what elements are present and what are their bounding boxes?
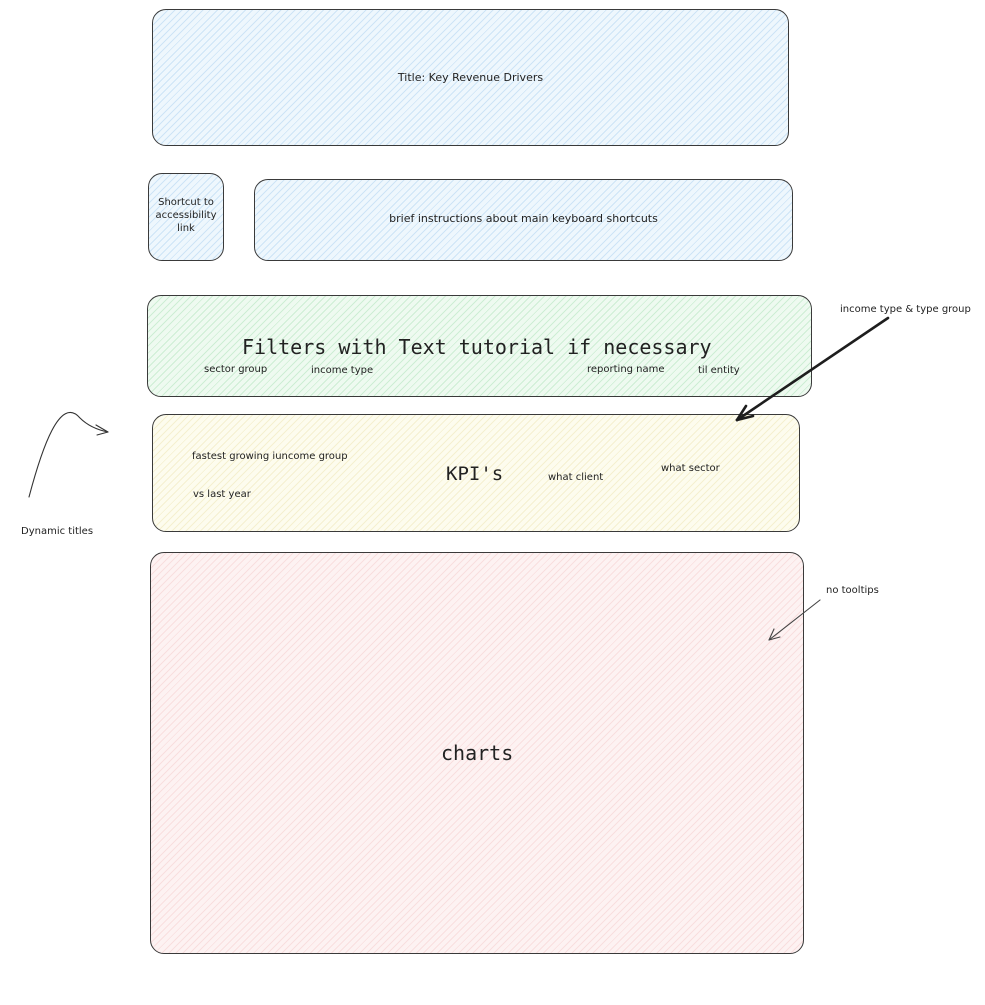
title-box: Title: Key Revenue Drivers [152, 9, 789, 146]
filter-sector-group[interactable]: sector group [204, 364, 268, 375]
filters-heading: Filters with Text tutorial if necessary [242, 335, 712, 359]
kpi-what-sector: what sector [661, 463, 720, 474]
filters-box: Filters with Text tutorial if necessary … [147, 295, 812, 397]
instructions-box: brief instructions about main keyboard s… [254, 179, 793, 261]
instructions-text: brief instructions about main keyboard s… [389, 212, 658, 225]
accessibility-link-text[interactable]: Shortcut to accessibility link [155, 197, 217, 234]
annotation-income-type-group: income type & type group [840, 304, 971, 315]
annotation-dynamic-titles: Dynamic titles [21, 526, 94, 537]
title-text: Title: Key Revenue Drivers [397, 71, 544, 84]
annotation-no-tooltips: no tooltips [826, 585, 879, 596]
no-tooltips-arrow [768, 599, 821, 641]
filter-til-entity[interactable]: til entity [698, 365, 740, 376]
kpi-fastest-growing: fastest growing iuncome group [192, 451, 348, 462]
kpi-box: fastest growing iuncome group vs last ye… [152, 414, 800, 532]
kpi-what-client: what client [548, 472, 604, 483]
charts-heading: charts [441, 741, 514, 765]
accessibility-link-box[interactable]: Shortcut to accessibility link [148, 173, 224, 261]
filter-reporting-name[interactable]: reporting name [587, 364, 665, 375]
charts-box: charts [150, 552, 804, 954]
income-type-arrow [735, 316, 890, 422]
kpi-heading: KPI's [446, 463, 504, 485]
dynamic-titles-arrow [28, 411, 109, 498]
kpi-vs-last-year: vs last year [193, 489, 251, 500]
filter-income-type[interactable]: income type [311, 365, 374, 376]
